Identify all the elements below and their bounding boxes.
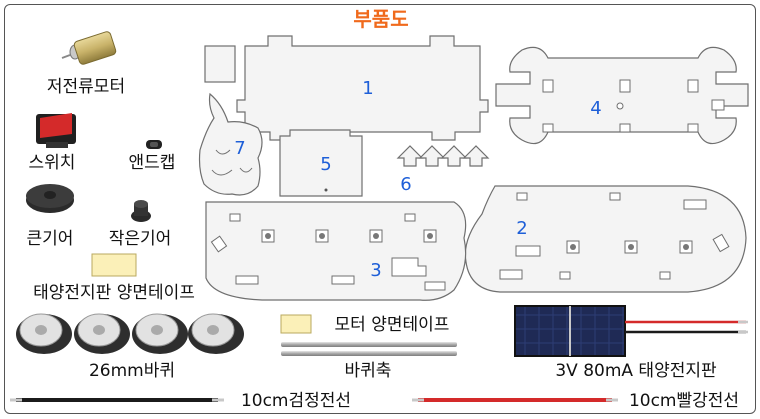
motor-tape-graphic xyxy=(280,314,312,334)
end-cap-label: 앤드캡 xyxy=(129,153,176,173)
small-square-piece xyxy=(204,45,236,83)
big-gear-graphic xyxy=(26,184,74,213)
plate-number-7: 7 xyxy=(234,138,245,159)
plate-3 xyxy=(205,201,467,301)
plate-7 xyxy=(198,92,263,196)
plate-number-5: 5 xyxy=(320,154,331,175)
solar-panel-label: 3V 80mA 태양전지판 xyxy=(555,361,717,381)
wheels-label: 26mm바퀴 xyxy=(89,361,175,381)
part-6-pieces xyxy=(396,145,490,167)
wheels-graphic xyxy=(16,313,244,354)
motor-graphic xyxy=(61,31,117,65)
end-cap-graphic xyxy=(146,140,162,149)
small-gear-graphic xyxy=(131,200,151,222)
title: 부품도 xyxy=(353,7,408,31)
big-gear-label: 큰기어 xyxy=(27,229,74,249)
plate-4 xyxy=(495,46,749,145)
plate-2 xyxy=(464,185,747,293)
solar-panel-graphic xyxy=(514,305,748,357)
plate-number-3: 3 xyxy=(370,260,381,281)
small-gear-label: 작은기어 xyxy=(109,229,172,249)
motor-tape-label: 모터 양면테이프 xyxy=(335,315,450,335)
plate-number-1: 1 xyxy=(362,78,373,99)
plate-number-2: 2 xyxy=(516,218,527,239)
plate-number-4: 4 xyxy=(590,98,601,119)
solar-tape-label: 태양전지판 양면테이프 xyxy=(33,283,195,303)
black-wire-label: 10cm검정전선 xyxy=(241,391,351,411)
shaft-graphic xyxy=(281,342,457,356)
switch-label: 스위치 xyxy=(29,153,76,173)
plate-5 xyxy=(279,129,363,197)
switch-graphic xyxy=(36,113,76,148)
motor-label: 저전류모터 xyxy=(47,77,125,97)
solar-tape-graphic xyxy=(91,253,137,277)
plate-number-6: 6 xyxy=(400,174,411,195)
red-wire-label: 10cm빨강전선 xyxy=(629,391,739,411)
shaft-label: 바퀴축 xyxy=(345,361,392,381)
